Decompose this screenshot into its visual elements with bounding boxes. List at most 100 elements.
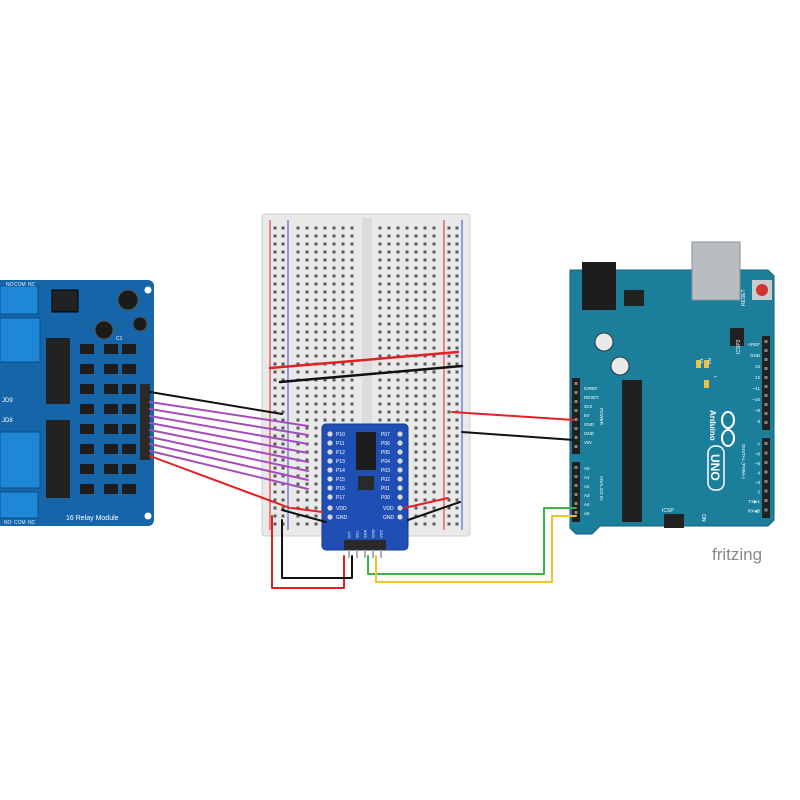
breadboard-hole — [423, 362, 427, 366]
arduino-header-pin — [764, 394, 768, 397]
breadboard-hole — [305, 274, 309, 278]
breadboard-hole — [378, 338, 382, 342]
expander-pin — [397, 494, 403, 500]
breadboard-hole — [447, 514, 451, 518]
breadboard-hole — [341, 394, 345, 398]
breadboard-hole — [378, 290, 382, 294]
breadboard-hole — [396, 386, 400, 390]
digital-header-bottom — [762, 438, 770, 518]
arduino-header-pin — [764, 403, 768, 406]
breadboard-hole — [296, 306, 300, 310]
expander-header-pin — [348, 548, 350, 558]
breadboard-hole — [323, 386, 327, 390]
arduino-digital-pin-label: ~6 — [755, 452, 761, 457]
breadboard-hole — [414, 498, 418, 502]
relay-optocoupler — [104, 404, 118, 414]
breadboard-hole — [414, 410, 418, 414]
breadboard-hole — [305, 258, 309, 262]
breadboard-hole — [414, 306, 418, 310]
breadboard-hole — [447, 258, 451, 262]
breadboard-hole — [323, 346, 327, 350]
breadboard-hole — [281, 226, 285, 230]
ground-wire — [281, 509, 327, 523]
breadboard-hole — [296, 242, 300, 246]
breadboard-hole — [405, 290, 409, 294]
breadboard-hole — [387, 386, 391, 390]
breadboard-hole — [350, 314, 354, 318]
breadboard-hole — [405, 322, 409, 326]
breadboard-hole — [323, 274, 327, 278]
breadboard-hole — [305, 466, 309, 470]
arduino-header-pin — [764, 340, 768, 343]
expander-pins: P10P11P12P13P14P15P16P17P07P06P05P04P03P… — [327, 431, 403, 558]
breadboard-hole — [378, 282, 382, 286]
breadboard-hole — [396, 282, 400, 286]
breadboard-hole — [455, 482, 459, 486]
breadboard-hole — [323, 250, 327, 254]
breadboard-hole — [350, 266, 354, 270]
breadboard-hole — [405, 418, 409, 422]
breadboard-hole — [447, 394, 451, 398]
breadboard-hole — [350, 298, 354, 302]
breadboard-hole — [273, 266, 277, 270]
led-label-l: L — [713, 376, 718, 379]
breadboard-hole — [314, 482, 318, 486]
breadboard-hole — [296, 490, 300, 494]
breadboard-hole — [273, 346, 277, 350]
breadboard-hole — [273, 242, 277, 246]
breadboard-hole — [378, 258, 382, 262]
breadboard-hole — [432, 474, 436, 478]
breadboard-hole — [378, 346, 382, 350]
breadboard-hole — [332, 298, 336, 302]
breadboard-hole — [314, 282, 318, 286]
relay-optocoupler — [122, 444, 136, 454]
breadboard-hole — [447, 474, 451, 478]
arduino-digital-pin-label: 12 — [755, 375, 761, 380]
breadboard-hole — [447, 410, 451, 414]
expander-pin — [327, 505, 333, 511]
breadboard-hole — [273, 290, 277, 294]
ground-wire — [278, 364, 464, 384]
breadboard-hole — [314, 266, 318, 270]
breadboard-hole — [305, 482, 309, 486]
breadboard-hole — [305, 234, 309, 238]
relay-optocoupler — [80, 344, 94, 354]
arduino-header-pin — [574, 427, 578, 430]
breadboard-hole — [341, 410, 345, 414]
breadboard-hole — [281, 338, 285, 342]
breadboard-hole — [423, 306, 427, 310]
breadboard-hole — [387, 402, 391, 406]
breadboard-hole — [341, 370, 345, 374]
breadboard-hole — [432, 314, 436, 318]
breadboard-hole — [281, 330, 285, 334]
relay-top-terminal-label: COM — [14, 282, 26, 288]
breadboard-hole — [314, 458, 318, 462]
breadboard-hole — [350, 346, 354, 350]
breadboard-hole — [387, 322, 391, 326]
breadboard-hole — [314, 442, 318, 446]
breadboard-hole — [296, 226, 300, 230]
power-wire — [451, 411, 575, 421]
breadboard-hole — [323, 226, 327, 230]
breadboard-hole — [396, 266, 400, 270]
breadboard-hole — [423, 282, 427, 286]
breadboard-hole — [296, 402, 300, 406]
breadboard-hole — [432, 298, 436, 302]
fritzing-watermark: fritzing — [712, 545, 762, 564]
icsp2-label: ICSP2 — [736, 339, 742, 354]
breadboard-hole — [432, 282, 436, 286]
arduino-power-pin-label: VIN — [584, 440, 592, 445]
breadboard-hole — [432, 434, 436, 438]
breadboard-hole — [323, 282, 327, 286]
analog-header — [572, 462, 580, 522]
breadboard-hole — [332, 338, 336, 342]
breadboard-hole — [273, 522, 277, 526]
reset-button[interactable] — [756, 284, 768, 296]
relay-optocoupler — [80, 444, 94, 454]
arduino-header-pin — [574, 400, 578, 403]
breadboard-hole — [447, 458, 451, 462]
breadboard-hole — [305, 370, 309, 374]
breadboard-hole — [332, 410, 336, 414]
breadboard-hole — [396, 338, 400, 342]
breadboard-hole — [396, 258, 400, 262]
